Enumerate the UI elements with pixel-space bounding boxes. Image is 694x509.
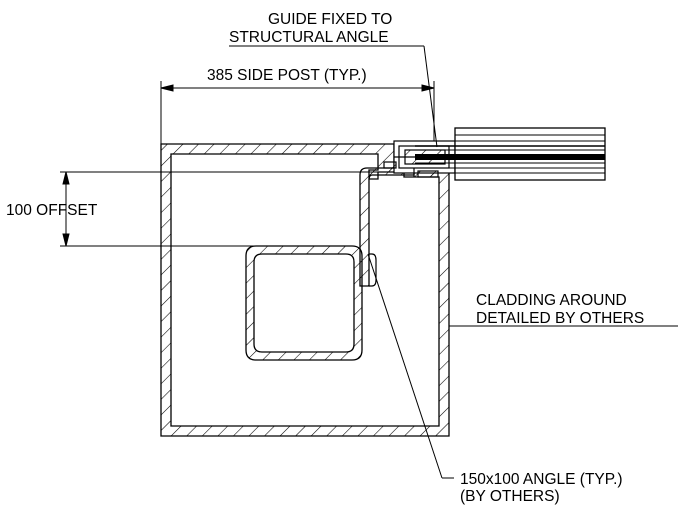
angle-label-line1: 150x100 ANGLE (TYP.): [460, 471, 623, 488]
offset-label: 100 OFFSET: [6, 202, 98, 219]
guide-label-line1: GUIDE FIXED TO: [268, 11, 392, 28]
guide-leader: [229, 45, 438, 148]
structural-angle: [359, 167, 415, 287]
angle-label-line2: (BY OTHERS): [460, 488, 560, 505]
side-post-section: [245, 245, 363, 361]
offset-dimension: [60, 171, 394, 247]
side-post-dimension: [160, 81, 435, 144]
angle-leader: [367, 253, 454, 479]
cladding-label-line1: CLADDING AROUND: [476, 292, 627, 309]
cladding-label-line2: DETAILED BY OTHERS: [476, 310, 644, 327]
side-post-label: 385 SIDE POST (TYP.): [207, 67, 367, 84]
cladding-box: [160, 143, 450, 437]
glazing-panel: [415, 127, 606, 181]
guide-label-line2: STRUCTURAL ANGLE: [229, 29, 389, 46]
